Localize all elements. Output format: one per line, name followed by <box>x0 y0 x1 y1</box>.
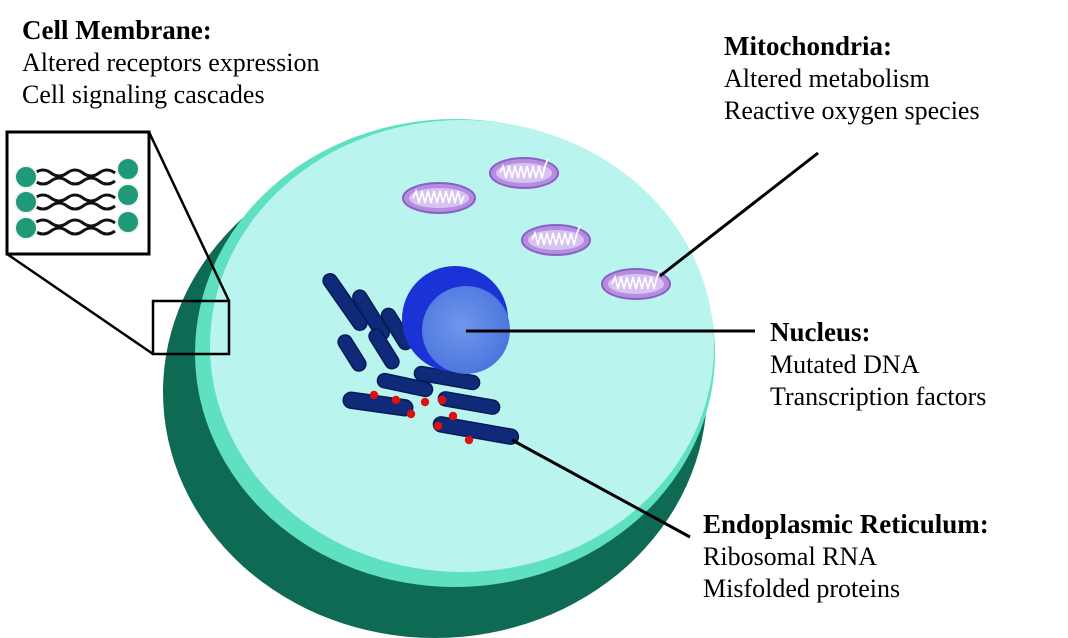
cell-membrane-line-2: Cell signaling cascades <box>22 79 265 109</box>
endoplasmic-reticulum-label: Endoplasmic Reticulum: Ribosomal RNA Mis… <box>703 508 989 604</box>
mitochondria-line-2: Reactive oxygen species <box>724 95 980 125</box>
mitochondrion <box>402 182 476 214</box>
mitochondria-label: Mitochondria: Altered metabolism Reactiv… <box>724 30 980 126</box>
mitochondria-group <box>402 157 671 300</box>
nucleus-title: Nucleus: <box>770 317 871 347</box>
nucleus-label: Nucleus: Mutated DNA Transcription facto… <box>770 316 986 412</box>
membrane-selection-box <box>151 299 231 356</box>
lipid-bilayer <box>34 168 116 236</box>
mitochondrion <box>601 268 671 300</box>
lipid-heads <box>14 157 140 240</box>
er-callout-line <box>511 438 691 539</box>
ribosomes <box>369 390 474 445</box>
zoom-line-bottom <box>6 252 154 356</box>
membrane-zoom <box>5 130 231 356</box>
endoplasmic-reticulum-title: Endoplasmic Reticulum: <box>703 509 989 539</box>
mitochondria-title: Mitochondria: <box>724 31 892 61</box>
cell-membrane-line-1: Altered receptors expression <box>22 47 320 77</box>
nucleus-line-2: Transcription factors <box>770 381 987 411</box>
cell-membrane-title: Cell Membrane: <box>22 15 212 45</box>
endoplasmic-reticulum-line-1: Ribosomal RNA <box>703 541 878 571</box>
mitochondrion <box>521 224 591 256</box>
mitochondria-callout-line <box>659 151 819 278</box>
mitochondria-line-1: Altered metabolism <box>724 63 930 93</box>
endoplasmic-reticulum-line-2: Misfolded proteins <box>703 573 901 603</box>
endoplasmic-reticulum <box>322 272 520 445</box>
cell-membrane-label: Cell Membrane: Altered receptors express… <box>22 14 319 110</box>
nucleus-line-1: Mutated DNA <box>770 349 920 379</box>
zoom-line-top <box>147 131 231 302</box>
mitochondrion <box>489 157 559 189</box>
callout-lines <box>466 151 819 539</box>
